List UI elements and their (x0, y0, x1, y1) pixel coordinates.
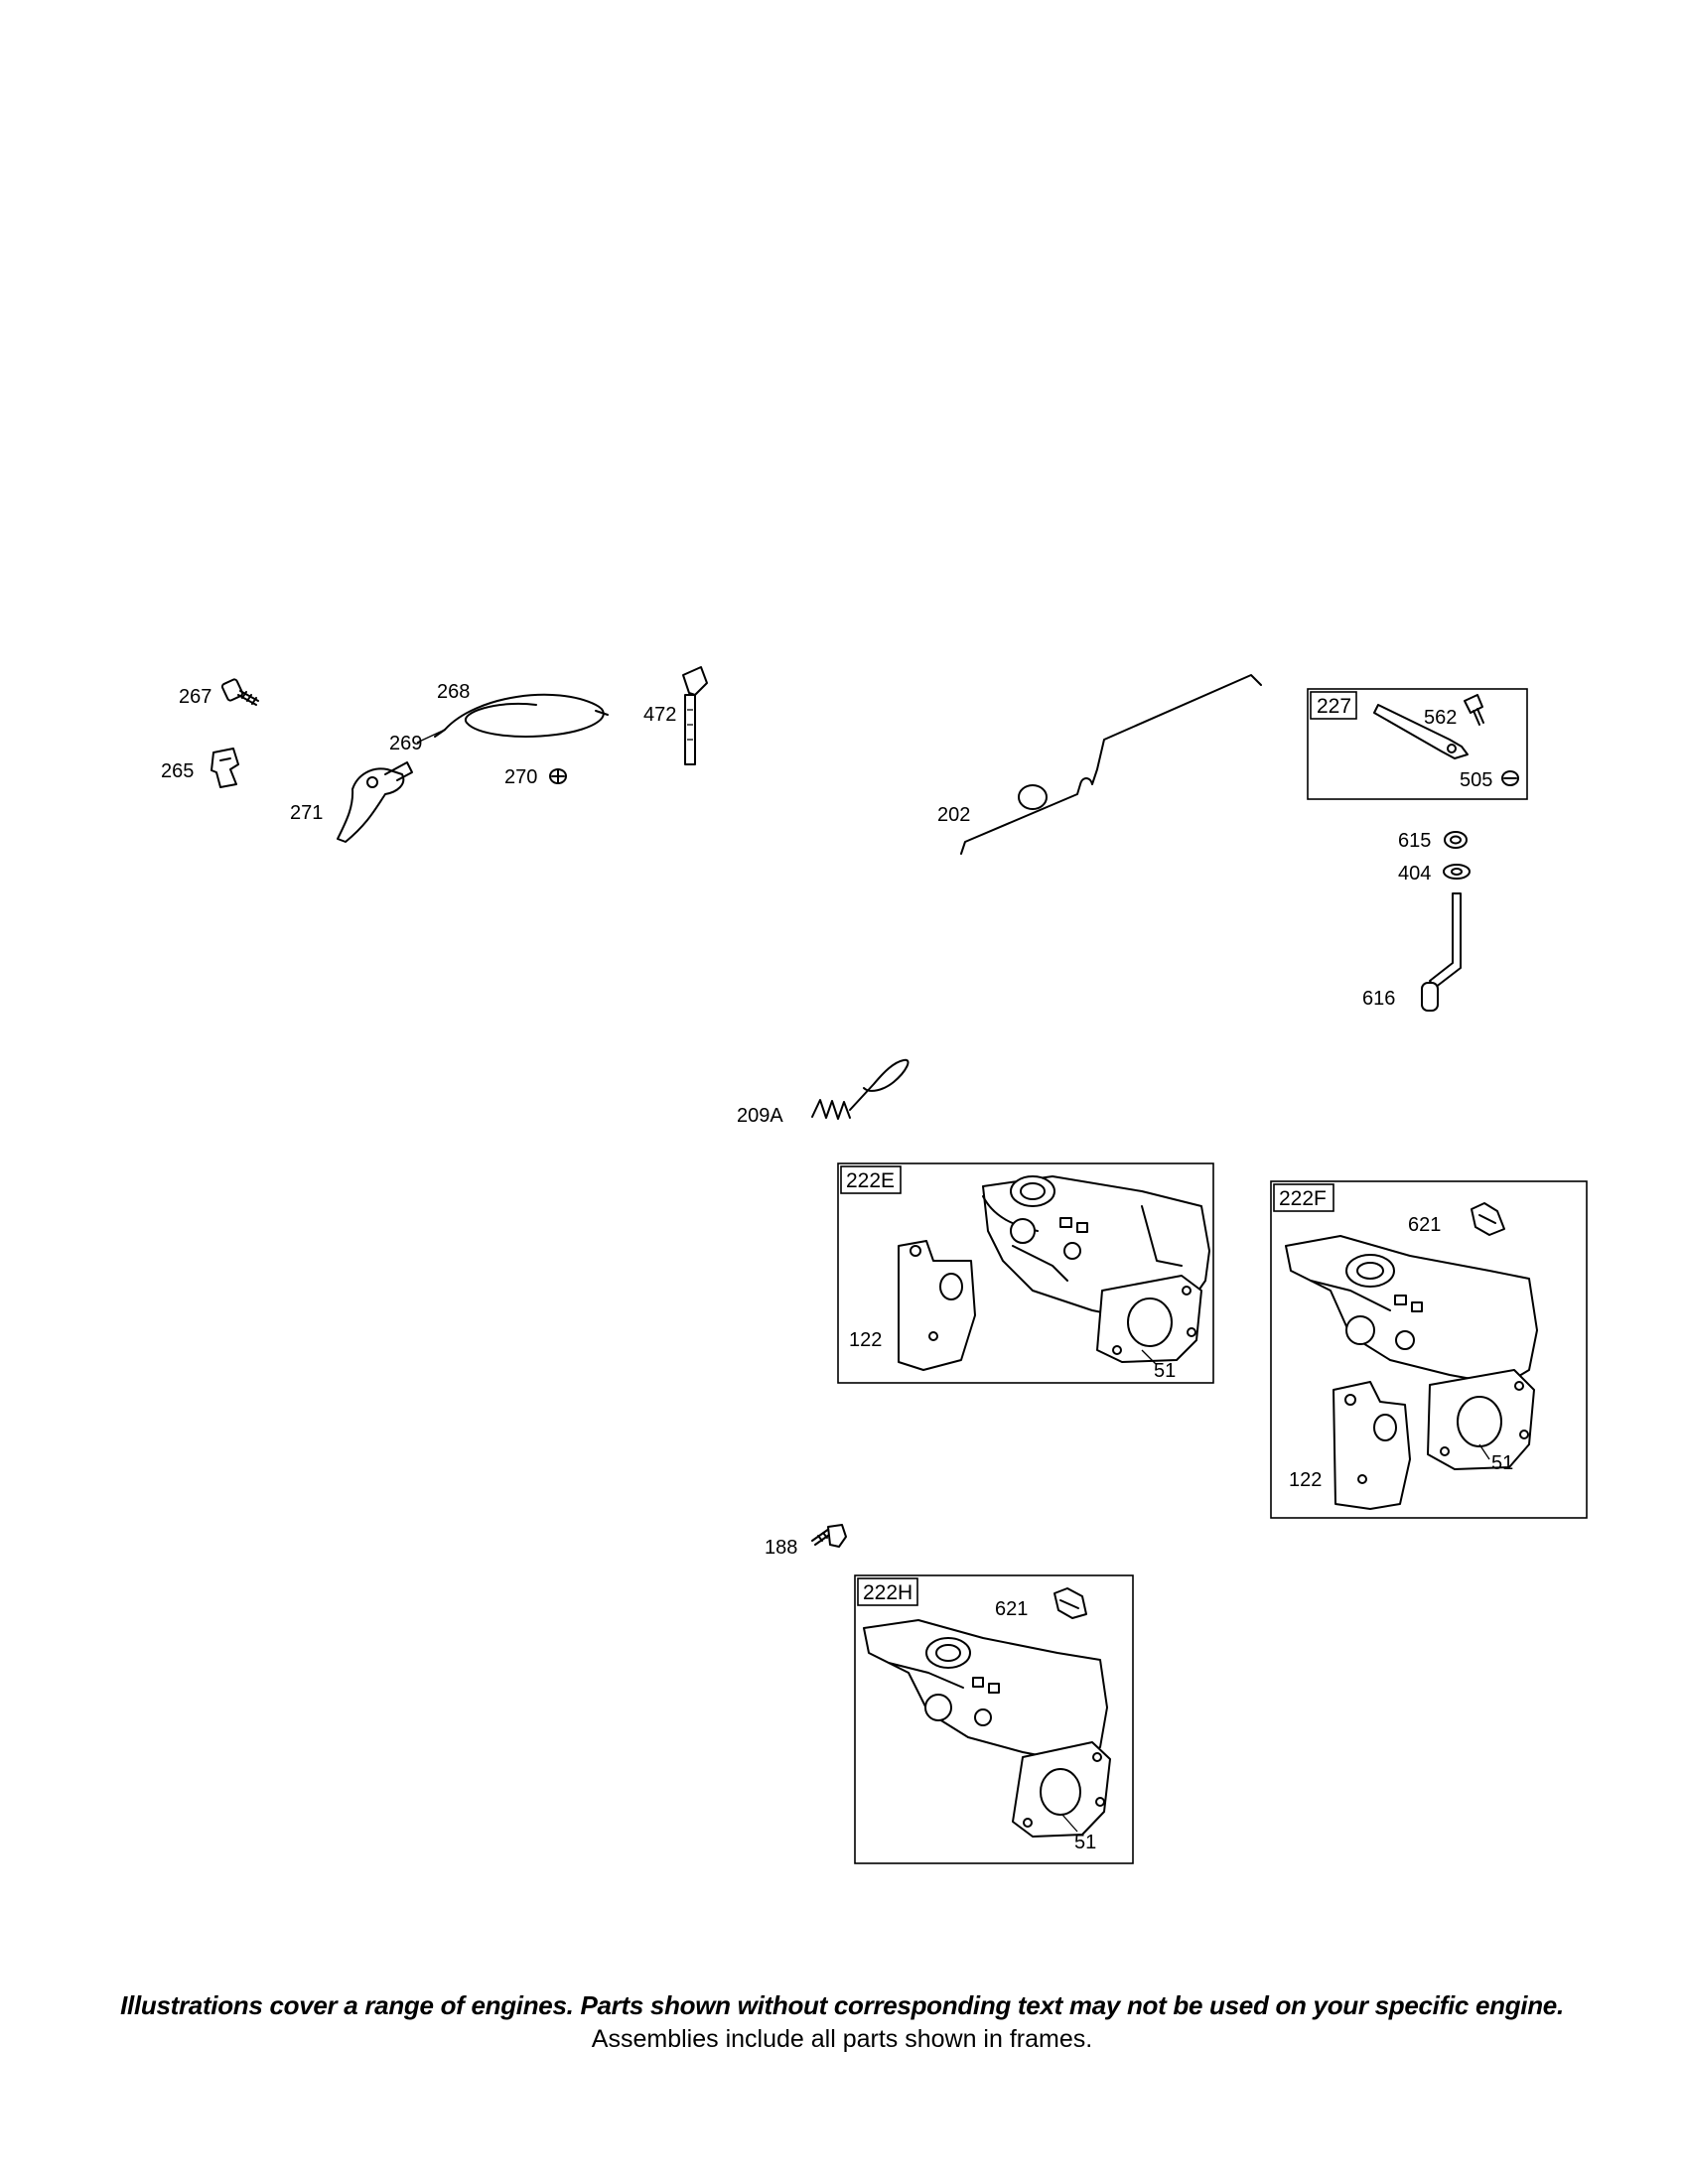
callout-202: 202 (937, 804, 970, 826)
gasket-122-e (898, 1240, 976, 1371)
footer-assemblies-note: Assemblies include all parts shown in fr… (591, 2025, 1093, 2053)
callout-h-51: 51 (1074, 1832, 1096, 1853)
part-265-clip (210, 748, 239, 788)
callout-616: 616 (1362, 988, 1395, 1010)
part-616-shaft (1421, 892, 1462, 1012)
part-h-621-clip (1053, 1587, 1087, 1619)
part-f-621-clip (1471, 1202, 1505, 1236)
bracket-assembly-f (1285, 1235, 1538, 1386)
callout-188: 188 (765, 1537, 797, 1559)
part-267-screw (220, 678, 259, 706)
callout-209a: 209A (737, 1105, 783, 1127)
gasket-51-e (1096, 1275, 1202, 1366)
frame-222f: 222F 621 122 (1270, 1180, 1588, 1519)
part-505-nut (1501, 770, 1519, 786)
frame-label-222f: 222F (1279, 1187, 1327, 1210)
callout-f-621: 621 (1408, 1214, 1441, 1236)
gasket-122-f (1333, 1381, 1411, 1510)
part-404-washer (1443, 864, 1471, 880)
part-227-lever (1373, 704, 1469, 759)
part-202-link (960, 674, 1262, 855)
callout-615: 615 (1398, 830, 1431, 852)
frame-label-222h: 222H (863, 1581, 912, 1604)
frame-label-227: 227 (1317, 695, 1351, 718)
part-188-bolt (811, 1524, 847, 1548)
callout-267: 267 (179, 686, 211, 708)
bracket-assembly-h (863, 1619, 1108, 1763)
callout-269: 269 (389, 733, 422, 754)
frame-222h: 222H 621 51 (854, 1574, 1134, 1864)
callout-472: 472 (643, 704, 676, 726)
callout-404: 404 (1398, 863, 1431, 885)
gasket-51-h (1012, 1741, 1111, 1838)
callout-f-122: 122 (1289, 1469, 1322, 1491)
part-209a-spring (811, 1058, 910, 1120)
part-270-nut (549, 768, 567, 784)
callout-268: 268 (437, 681, 470, 703)
callout-f-51: 51 (1491, 1452, 1513, 1474)
footer-disclaimer: Illustrations cover a range of engines. … (120, 1990, 1564, 2020)
callout-h-621: 621 (995, 1598, 1028, 1620)
part-268-cable (416, 693, 609, 744)
gasket-51-f (1427, 1369, 1535, 1470)
part-472-rod (682, 666, 708, 765)
callout-e-122: 122 (849, 1329, 882, 1351)
callout-270: 270 (504, 766, 537, 788)
frame-label-222e: 222E (846, 1169, 895, 1192)
frame-227: 227 562 505 (1307, 688, 1528, 800)
callout-265: 265 (161, 760, 194, 782)
part-271-bracket (337, 761, 413, 843)
callout-562: 562 (1424, 707, 1457, 729)
callout-271: 271 (290, 802, 323, 824)
callout-e-51: 51 (1154, 1360, 1176, 1382)
frame-222e: 222E 122 51 (837, 1162, 1214, 1384)
part-615-nut (1444, 831, 1468, 849)
part-562-screw (1464, 694, 1484, 726)
callout-505: 505 (1460, 769, 1492, 791)
